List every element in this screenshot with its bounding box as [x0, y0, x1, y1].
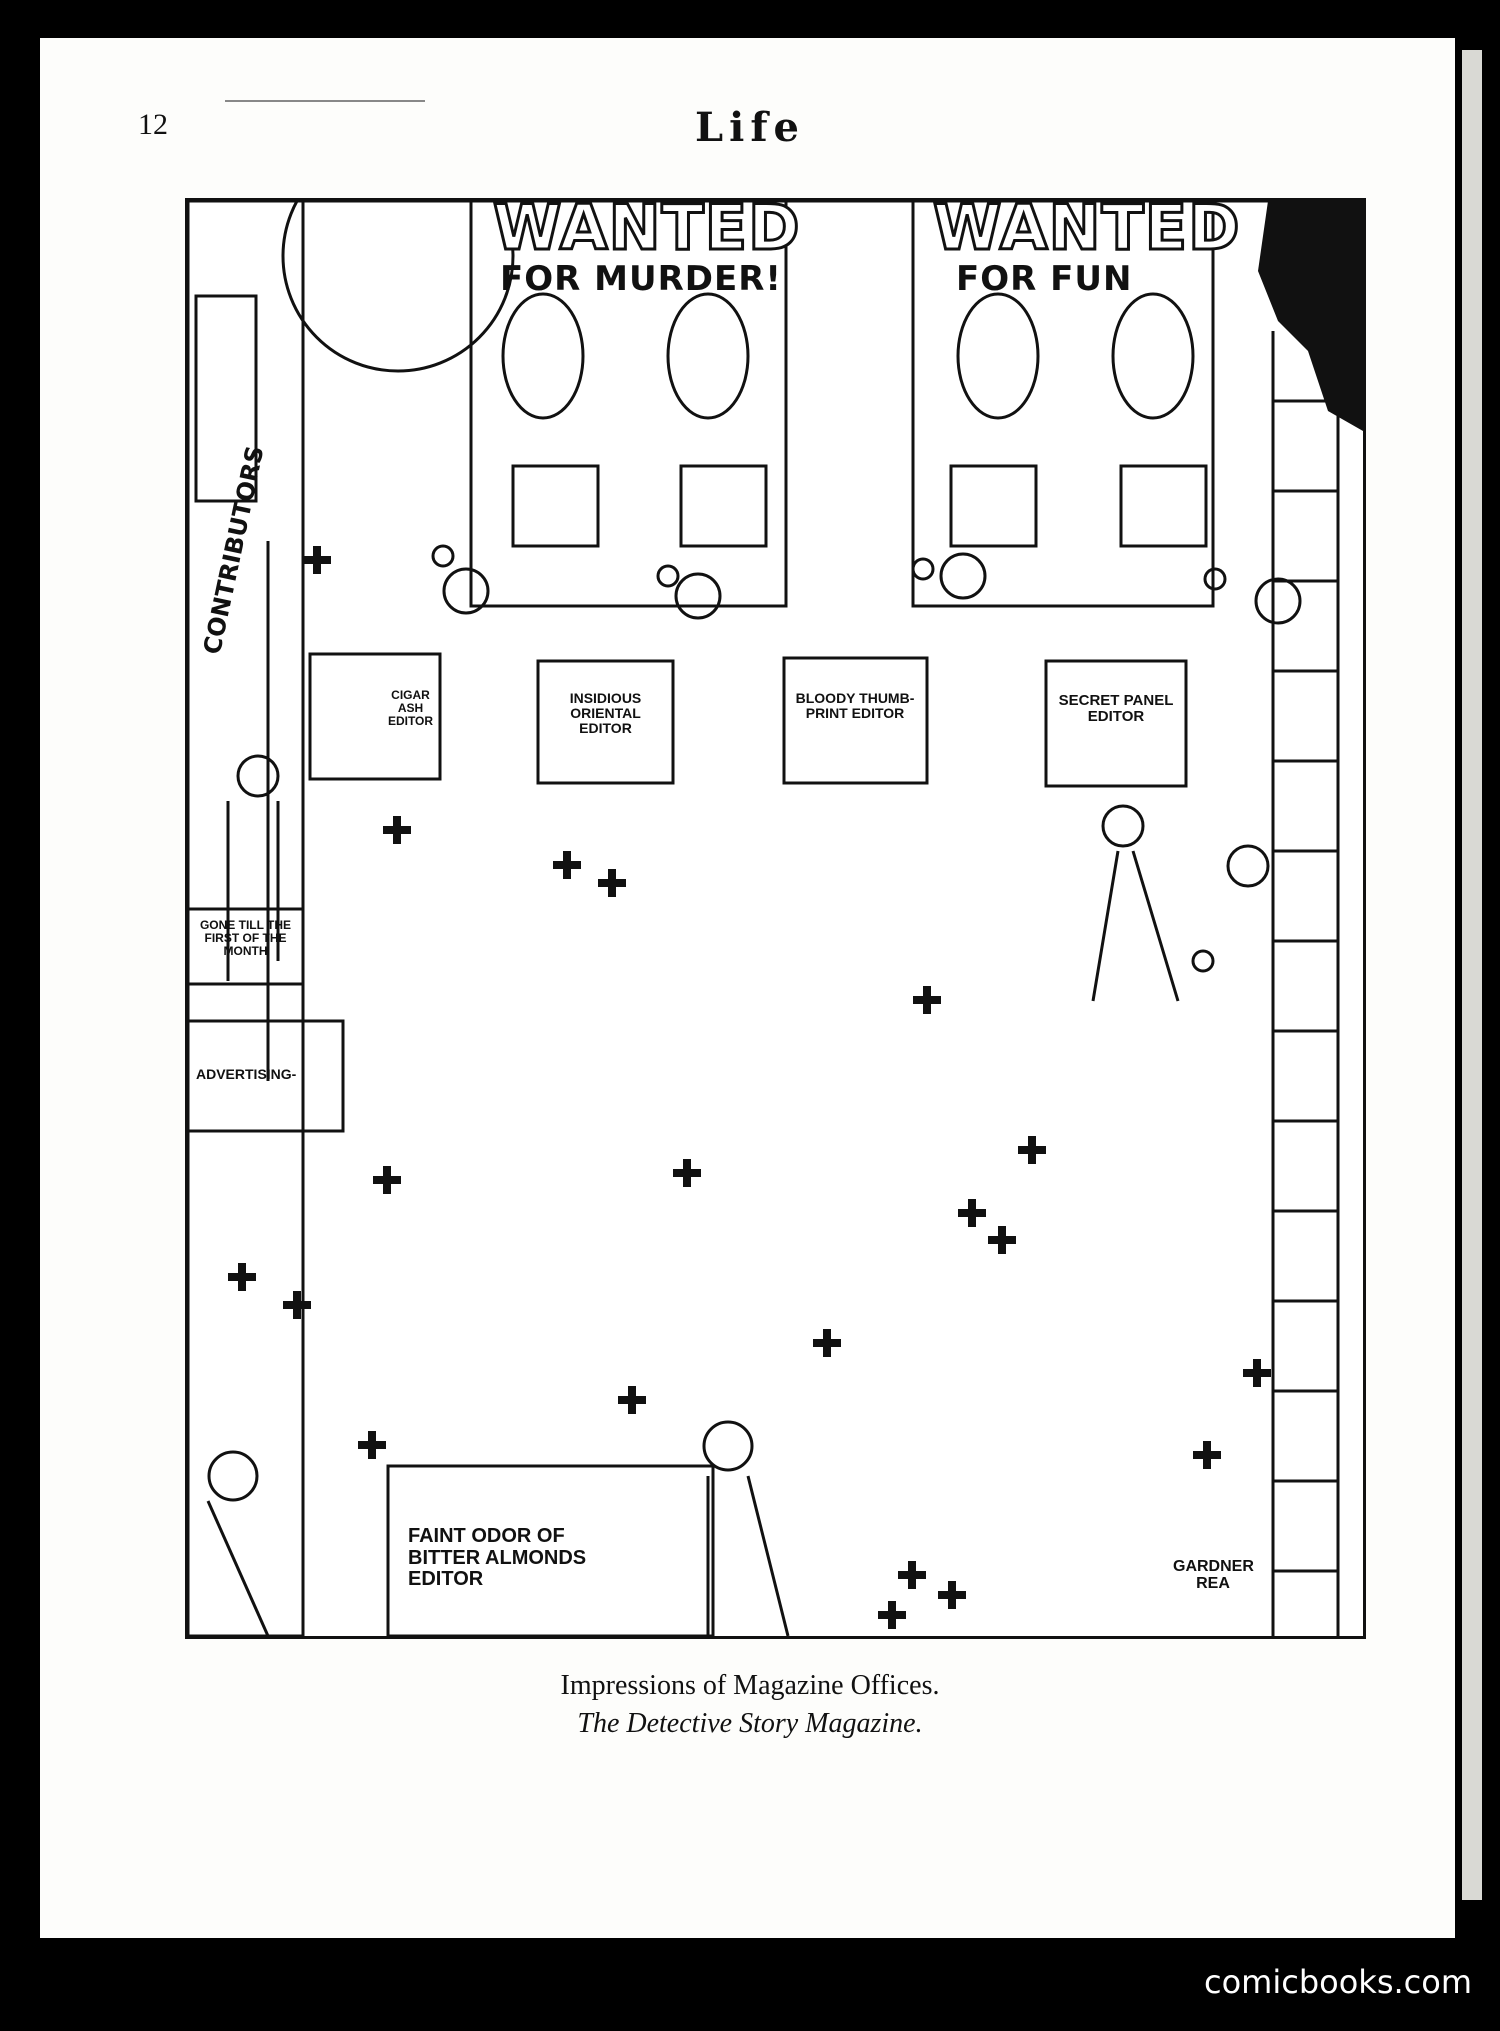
masthead-title: Life	[695, 104, 805, 151]
cartoon-drawing	[188, 201, 1363, 1636]
desk-label-secret-panel: SECRET PANEL EDITOR	[1058, 692, 1174, 726]
header-rule	[225, 100, 425, 102]
desk-label-cigar-ash: CIGAR ASH EDITOR	[387, 688, 434, 728]
signature-line-1: GARDNER	[1173, 1558, 1254, 1575]
artist-signature: GARDNER REA	[1173, 1558, 1254, 1593]
desk-label-insidious-oriental: INSIDIOUS ORIENTAL EDITOR	[569, 690, 642, 737]
gone-till-sign: GONE TILL THE FIRST OF THE MONTH	[199, 918, 292, 958]
caption-line-2: The Detective Story Magazine.	[577, 1708, 923, 1739]
cross-footprint-icon	[228, 546, 1271, 1629]
watermark: comicbooks.com	[1203, 1963, 1472, 2001]
caption-line-1: Impressions of Magazine Offices.	[560, 1670, 940, 1701]
bitter-almonds-desk-label: FAINT ODOR OF BITTER ALMONDS EDITOR	[408, 1525, 587, 1591]
wanted-poster-title-2: WANTED	[932, 190, 1242, 266]
desk-label-bloody-thumb-print: BLOODY THUMB-PRINT EDITOR	[795, 690, 915, 722]
page-number: 12	[138, 108, 168, 141]
next-page-edge	[1462, 50, 1482, 1900]
cartoon-illustration: WANTED FOR MURDER! WANTED FOR FUN CONTRI…	[185, 190, 1366, 1639]
wanted-poster-subtitle-2: FOR FUN	[956, 259, 1133, 299]
advertising-sign: ADVERTISING-	[196, 1066, 297, 1082]
wanted-poster-subtitle-1: FOR MURDER!	[500, 259, 782, 299]
wanted-poster-title-1: WANTED	[492, 190, 802, 266]
signature-line-2: REA	[1196, 1574, 1230, 1592]
magnifying-glass-icon	[431, 544, 1227, 973]
